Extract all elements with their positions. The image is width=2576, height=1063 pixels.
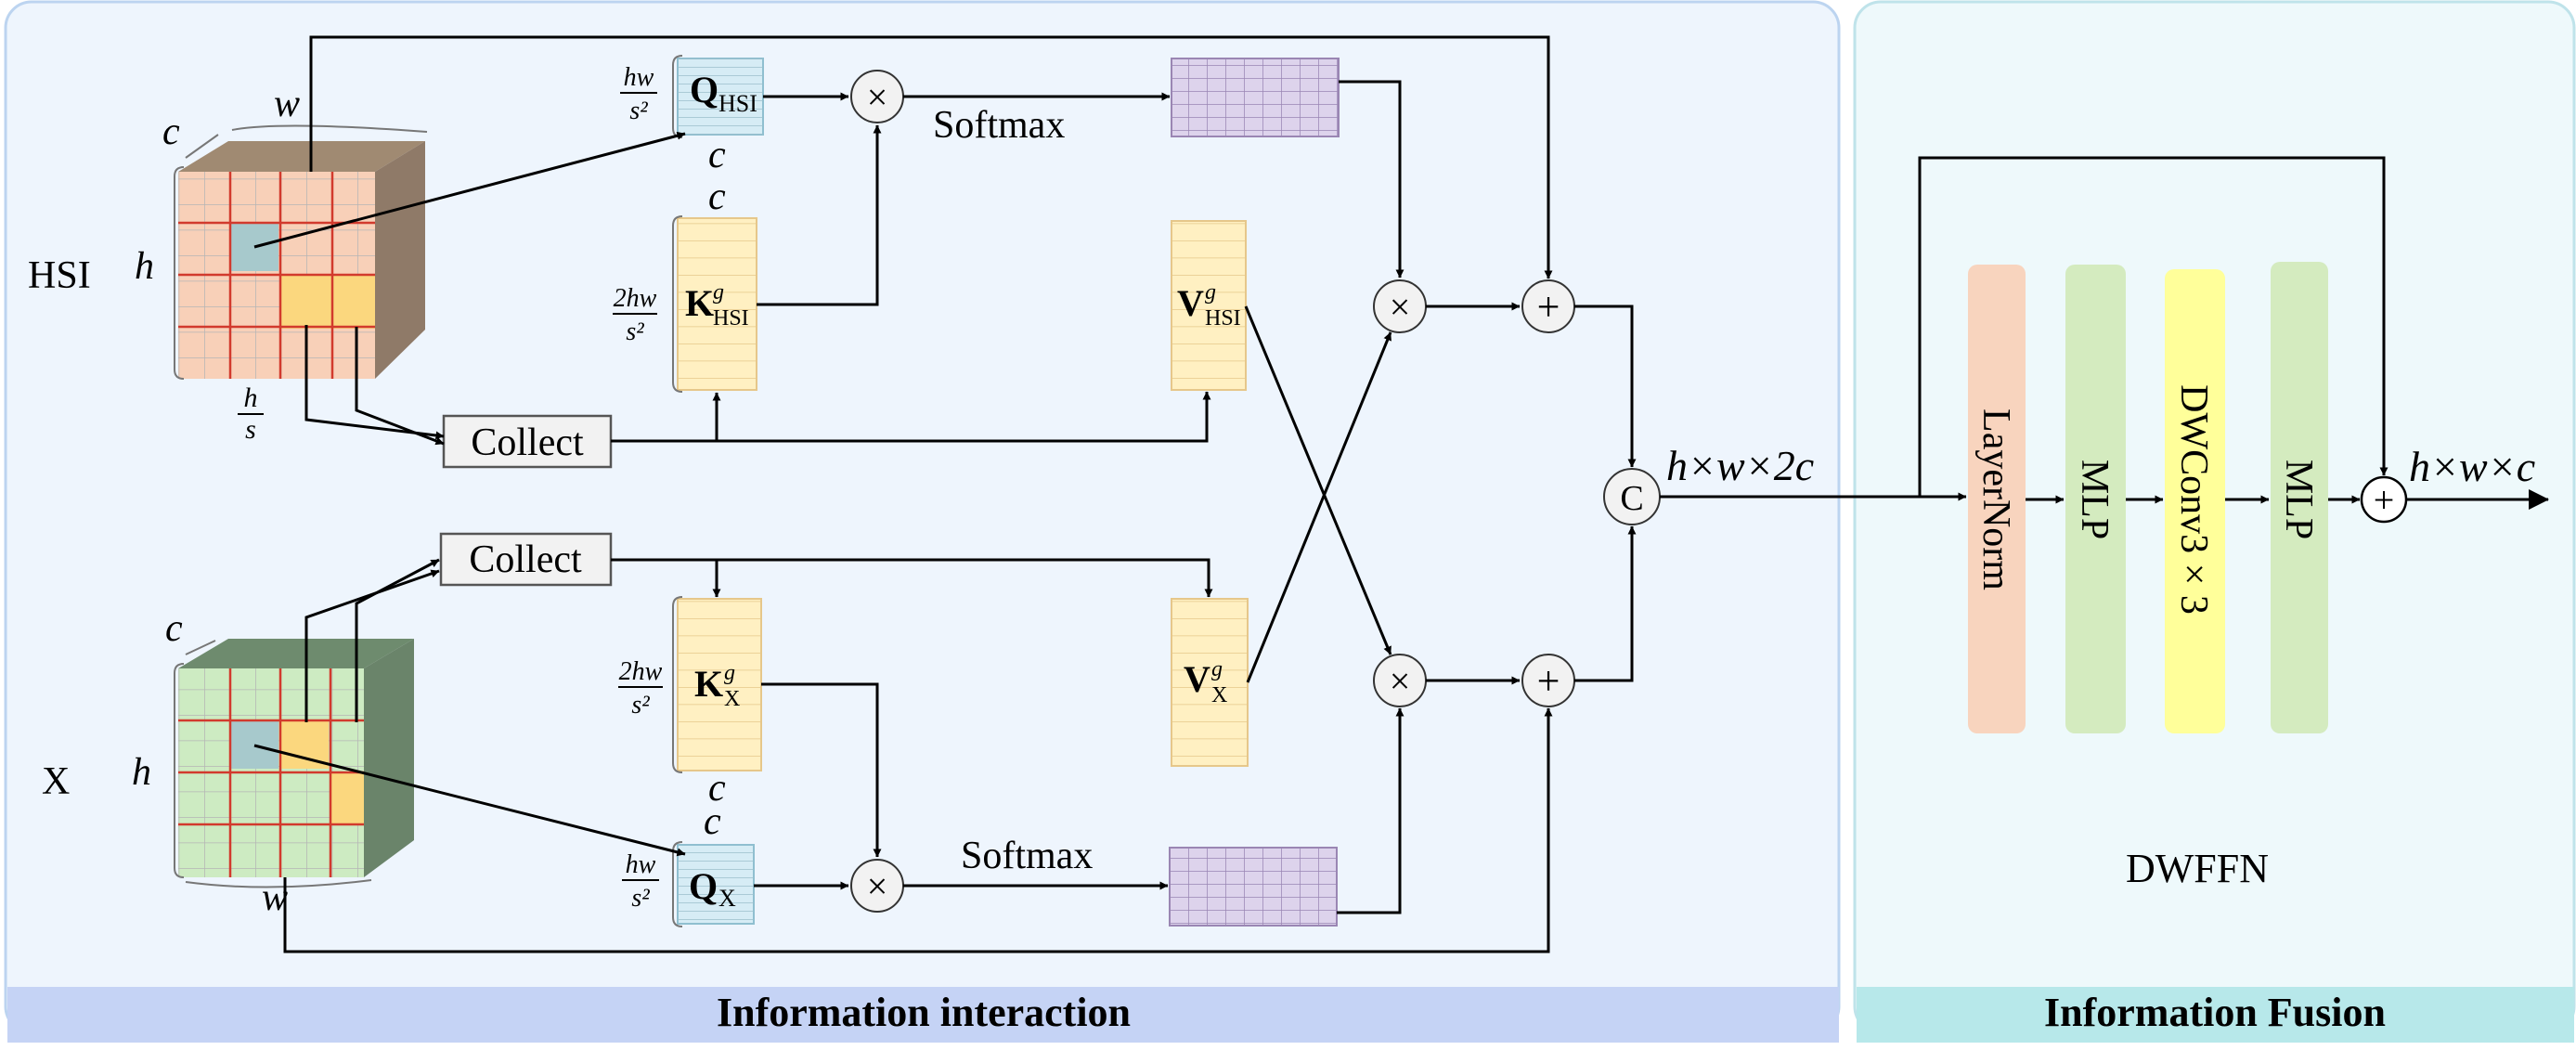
svg-text:2hw: 2hw [619,657,663,686]
k-hsi-tensor: c K g HSI [672,175,757,393]
softmax-label-x: Softmax [961,835,1093,877]
hsi-feature-cube [174,141,425,380]
k-hsi-rows-fraction: 2hw s² [613,284,657,346]
svg-text:LayerNorm: LayerNorm [1974,408,2017,590]
dwffn-layernorm-block: LayerNorm [1968,265,2026,733]
connections [253,35,1637,953]
x-c-dim-label: c [165,607,183,650]
hsi-c-dim-label: c [162,110,180,153]
svg-text:×: × [867,865,888,907]
svg-text:HSI: HSI [718,90,757,117]
q-hsi-rows-fraction: hw s² [620,63,657,125]
hsi-h-over-s-fraction: h s [238,382,264,445]
collect-box-hsi: Collect [442,414,613,469]
q-x-rows-fraction: hw s² [622,850,659,913]
svg-text:c: c [704,800,721,843]
concat-op: C [1603,468,1661,525]
hsi-h-dim-label: h [135,245,154,288]
svg-text:g: g [713,280,724,305]
svg-text:c: c [708,175,726,218]
hsi-input-label: HSI [28,254,91,297]
svg-text:Q: Q [689,865,718,907]
svg-text:×: × [867,76,888,118]
svg-text:V: V [1177,282,1204,324]
svg-text:Q: Q [690,69,718,110]
svg-text:s²: s² [631,691,650,719]
svg-text:HSI: HSI [1205,306,1241,331]
multiply-op-av-bottom: × [1373,654,1427,707]
svg-text:c: c [708,767,726,810]
concat-output-shape: h×w×2c [1666,442,1814,489]
svg-text:2hw: 2hw [614,284,657,313]
svg-text:Collect: Collect [469,538,582,581]
svg-text:×: × [1390,286,1411,328]
softmax-label-hsi: Softmax [933,104,1065,147]
svg-text:hw: hw [624,63,654,92]
svg-text:X: X [1211,683,1227,707]
multiply-op-av-top: × [1373,279,1427,333]
svg-text:s²: s² [631,884,650,913]
svg-text:×: × [1390,660,1411,702]
final-output-shape: h×w×c [2409,443,2535,490]
dwffn-mlp-block-2: MLP [2271,262,2328,733]
information-interaction-title: Information interaction [717,990,1131,1035]
k-x-rows-fraction: 2hw s² [618,657,663,719]
svg-text:Collect: Collect [471,421,584,464]
collect-box-x: Collect [439,532,613,587]
svg-text:s²: s² [626,318,644,346]
x-w-dim-label: w [262,876,288,919]
svg-text:MLP: MLP [2073,460,2116,539]
v-hsi-tensor: V g HSI [1171,220,1247,391]
svg-text:g: g [1205,280,1216,305]
add-op-top: + [1521,279,1575,333]
attention-map-hsi [1171,58,1340,137]
dwffn-add-op: + [2360,475,2408,524]
attention-map-x [1169,847,1338,927]
svg-text:MLP: MLP [2277,460,2320,539]
multiply-op-qk-x: × [850,859,904,913]
svg-text:X: X [724,687,740,711]
dwffn-label: DWFFN [2126,846,2269,891]
k-x-tensor: K g X c [672,596,762,810]
multiply-op-qk-hsi: × [850,70,904,123]
svg-text:C: C [1620,479,1643,518]
add-op-bottom: + [1521,654,1575,707]
svg-text:X: X [718,885,736,912]
svg-text:s²: s² [629,97,648,125]
information-interaction-panel: Information interaction [4,0,1841,1043]
information-fusion-title: Information Fusion [2044,990,2386,1035]
svg-text:K: K [685,282,714,324]
svg-text:DWConv3 × 3: DWConv3 × 3 [2172,384,2215,615]
q-hsi-c-label: c [708,134,726,176]
svg-text:+: + [2374,479,2395,521]
svg-text:g: g [1211,657,1223,681]
svg-text:hw: hw [626,850,656,879]
hsi-dim-brackets [185,124,428,159]
q-hsi-tensor: Q HSI [672,55,764,138]
dwffn-mlp-block-1: MLP [2065,265,2126,733]
svg-text:+: + [1537,284,1560,330]
svg-text:K: K [694,663,723,705]
svg-text:h: h [244,382,258,413]
hsi-w-dim-label: w [274,83,300,125]
svg-text:HSI: HSI [713,306,749,331]
svg-text:+: + [1537,658,1560,704]
v-x-tensor: V g X [1171,598,1249,767]
svg-text:g: g [724,661,735,685]
svg-text:s: s [245,414,256,445]
dwffn-connections [1660,156,2550,510]
x-input-label: X [42,760,70,803]
dwffn-dwconv-block: DWConv3 × 3 [2165,269,2225,733]
x-dim-brackets [185,640,372,888]
svg-text:V: V [1184,658,1210,700]
x-feature-cube [174,639,414,878]
x-h-dim-label: h [132,751,151,794]
